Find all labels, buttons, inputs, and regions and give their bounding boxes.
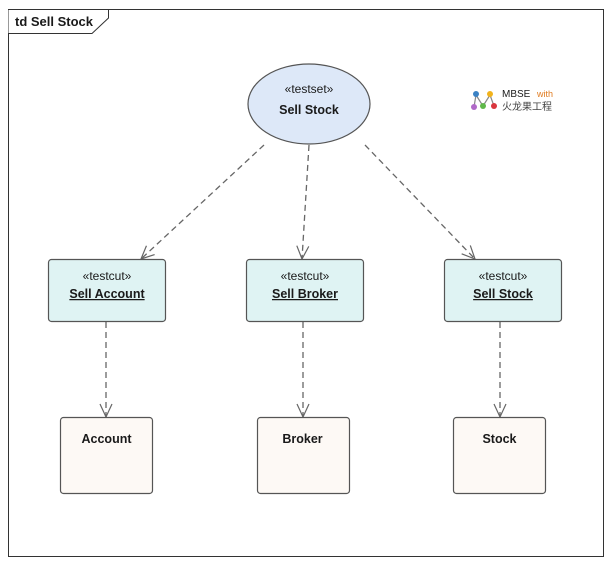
edge-testset-to-sell-stock: [364, 144, 476, 261]
edge-testset-to-sell-account: [139, 144, 265, 260]
testset-shape: [247, 63, 371, 145]
logo-graph-icon: [471, 91, 497, 110]
class-name: Stock: [482, 432, 516, 446]
testset-name: Sell Stock: [279, 103, 339, 117]
class-shape: [452, 416, 547, 495]
class-broker[interactable]: Broker: [256, 416, 351, 495]
testcut-stereotype: «testcut»: [479, 269, 528, 283]
testcut-shape: [245, 258, 365, 323]
testcut-name: Sell Stock: [473, 287, 533, 301]
logo-subtitle: 火龙果工程: [502, 100, 552, 113]
class-name: Account: [82, 432, 133, 446]
logo-with: with: [536, 89, 553, 99]
testcut-shape: [47, 258, 167, 323]
class-stock[interactable]: Stock: [452, 416, 547, 495]
testcut-stereotype: «testcut»: [281, 269, 330, 283]
class-shape: [59, 416, 154, 495]
class-shape: [256, 416, 351, 495]
testcut-sell-stock[interactable]: «testcut» Sell Stock: [443, 258, 563, 323]
dependency-edges: [99, 144, 507, 419]
testset-node[interactable]: «testset» Sell Stock: [247, 63, 371, 145]
mbse-logo: MBSE with 火龙果工程: [471, 89, 553, 113]
testcut-sell-broker[interactable]: «testcut» Sell Broker: [245, 258, 365, 323]
testcut-shape: [443, 258, 563, 323]
frame-title: td Sell Stock: [15, 14, 94, 29]
testcut-sell-account[interactable]: «testcut» Sell Account: [47, 258, 167, 323]
testcut-name: Sell Broker: [272, 287, 338, 301]
logo-brand: MBSE: [502, 89, 531, 100]
edge-testset-to-sell-broker: [296, 144, 310, 261]
testcut-name: Sell Account: [69, 287, 145, 301]
testset-stereotype: «testset»: [285, 82, 334, 96]
frame-title-tab: [8, 9, 109, 34]
class-name: Broker: [282, 432, 322, 446]
class-account[interactable]: Account: [59, 416, 154, 495]
testcut-stereotype: «testcut»: [83, 269, 132, 283]
